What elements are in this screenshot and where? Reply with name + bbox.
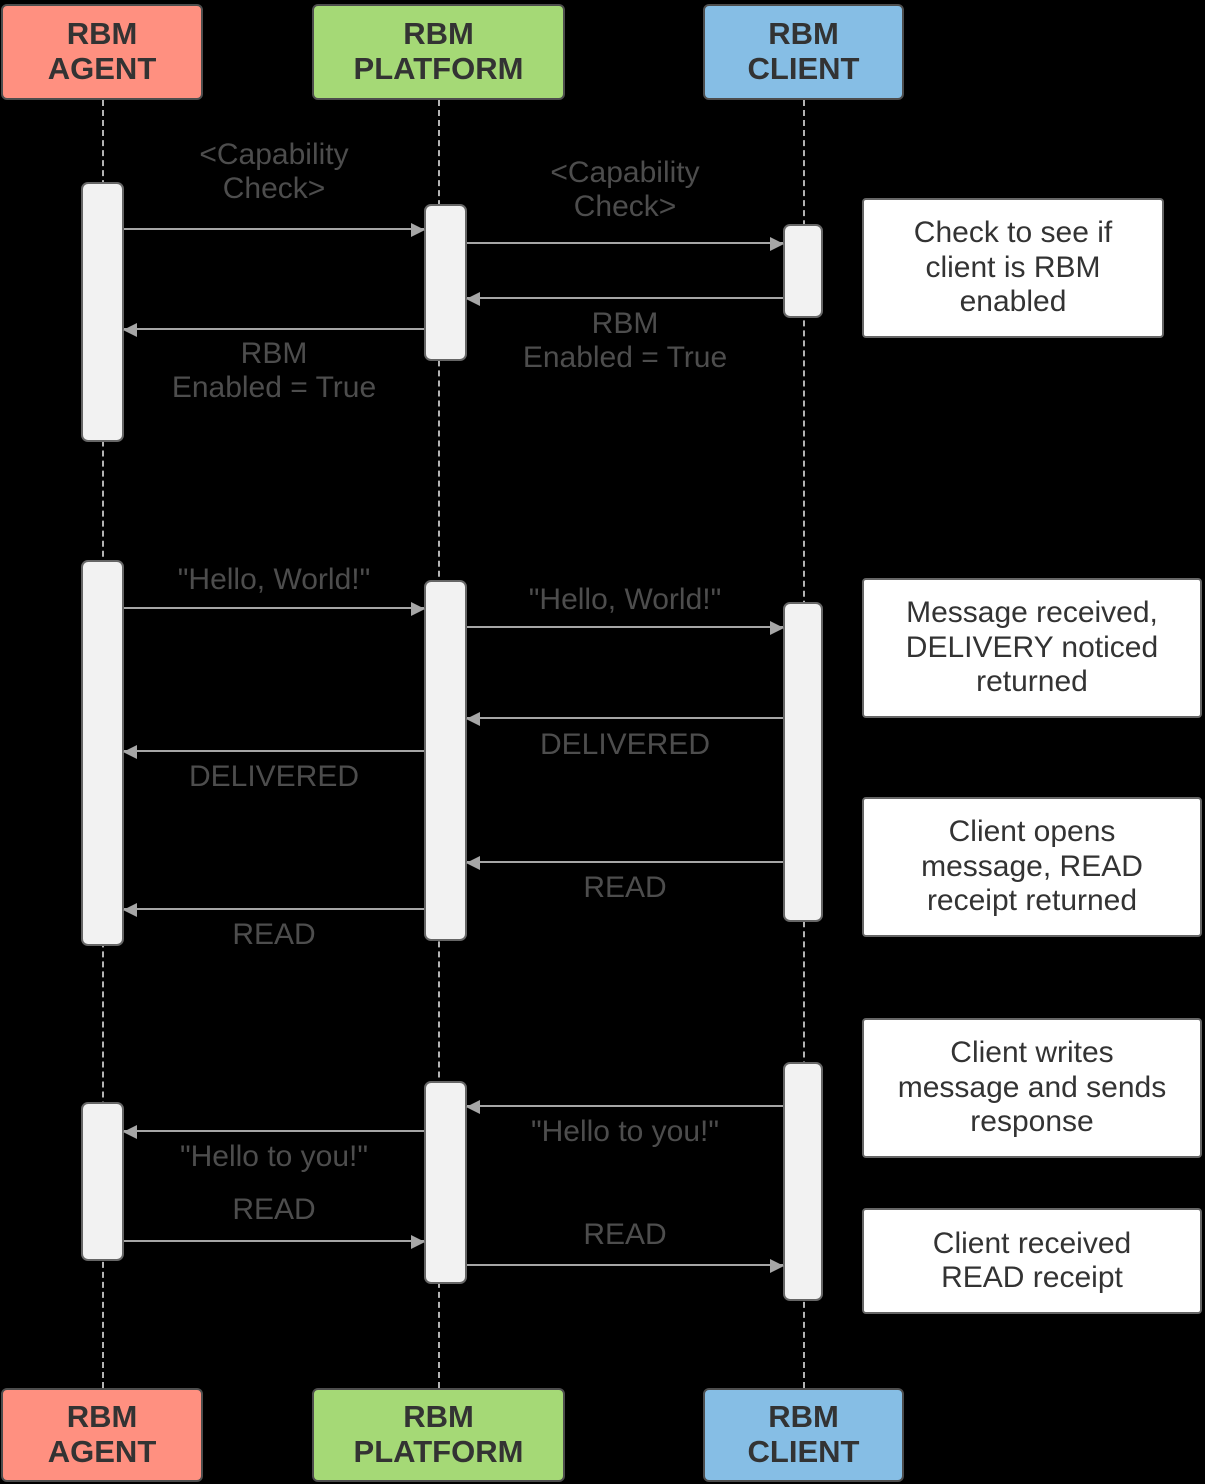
activation-agent-3 <box>81 1102 124 1261</box>
arrow-head-icon <box>411 223 425 237</box>
message-arrow-hello-to-you-1 <box>466 1100 783 1114</box>
arrow-head-icon <box>123 323 137 337</box>
message-arrow-hello-world-2 <box>467 621 784 635</box>
activation-agent-1 <box>81 182 124 442</box>
message-arrow-read-3 <box>124 1235 425 1249</box>
message-label-hello-to-you-2: "Hello to you!" <box>179 1140 369 1173</box>
message-label-hello-world-2: "Hello, World!" <box>528 583 722 616</box>
participant-header-agent[interactable]: RBM AGENT <box>1 4 203 100</box>
activation-platform-2 <box>424 580 467 941</box>
arrow-head-icon <box>466 292 480 306</box>
note-client-writes-message: Client writes message and sends response <box>862 1018 1202 1158</box>
message-arrow-read-4 <box>467 1259 784 1273</box>
message-label-capability-check-1: <Capability Check> <box>199 138 349 205</box>
arrow-head-icon <box>770 621 784 635</box>
message-arrow-hello-to-you-2 <box>123 1125 424 1139</box>
note-message-received: Message received, DELIVERY noticed retur… <box>862 578 1202 718</box>
participant-header-platform[interactable]: RBM PLATFORM <box>312 4 565 100</box>
activation-platform-3 <box>424 1081 467 1284</box>
activation-agent-2 <box>81 560 124 946</box>
activation-client-2 <box>783 602 823 922</box>
arrow-head-icon <box>123 1125 137 1139</box>
participant-footer-platform[interactable]: RBM PLATFORM <box>312 1388 565 1482</box>
note-client-received-read: Client received READ receipt <box>862 1208 1202 1314</box>
participant-footer-client[interactable]: RBM CLIENT <box>703 1388 904 1482</box>
activation-client-3 <box>783 1062 823 1301</box>
message-label-rbm-enabled-2: RBM Enabled = True <box>171 337 377 404</box>
message-arrow-rbm-enabled-2 <box>123 323 424 337</box>
message-label-read-2: READ <box>232 918 316 951</box>
arrow-head-icon <box>411 1235 425 1249</box>
message-label-read-4: READ <box>583 1218 667 1251</box>
message-arrow-read-1 <box>466 856 783 870</box>
participant-footer-agent[interactable]: RBM AGENT <box>1 1388 203 1482</box>
arrow-head-icon <box>770 237 784 251</box>
message-label-delivered-2: DELIVERED <box>188 760 360 793</box>
arrow-head-icon <box>466 712 480 726</box>
message-label-read-1: READ <box>583 871 667 904</box>
note-client-opens-message: Client opens message, READ receipt retur… <box>862 797 1202 937</box>
message-label-delivered-1: DELIVERED <box>539 728 711 761</box>
arrow-head-icon <box>466 856 480 870</box>
message-label-capability-check-2: <Capability Check> <box>550 156 700 223</box>
message-arrow-rbm-enabled-1 <box>466 292 783 306</box>
message-arrow-capability-check-2 <box>467 237 784 251</box>
message-label-rbm-enabled-1: RBM Enabled = True <box>522 307 728 374</box>
message-arrow-hello-world-1 <box>124 602 425 616</box>
message-arrow-delivered-2 <box>123 745 424 759</box>
participant-header-client[interactable]: RBM CLIENT <box>703 4 904 100</box>
message-arrow-delivered-1 <box>466 712 783 726</box>
arrow-head-icon <box>411 602 425 616</box>
activation-client-1 <box>783 224 823 318</box>
message-arrow-capability-check-1 <box>124 223 425 237</box>
arrow-head-icon <box>770 1259 784 1273</box>
message-arrow-read-2 <box>123 903 424 917</box>
arrow-head-icon <box>123 745 137 759</box>
arrow-head-icon <box>123 903 137 917</box>
message-label-hello-world-1: "Hello, World!" <box>177 563 371 596</box>
note-capability-check: Check to see if client is RBM enabled <box>862 198 1164 338</box>
message-label-hello-to-you-1: "Hello to you!" <box>530 1115 720 1148</box>
arrow-head-icon <box>466 1100 480 1114</box>
message-label-read-3: READ <box>232 1193 316 1226</box>
activation-platform-1 <box>424 204 467 361</box>
